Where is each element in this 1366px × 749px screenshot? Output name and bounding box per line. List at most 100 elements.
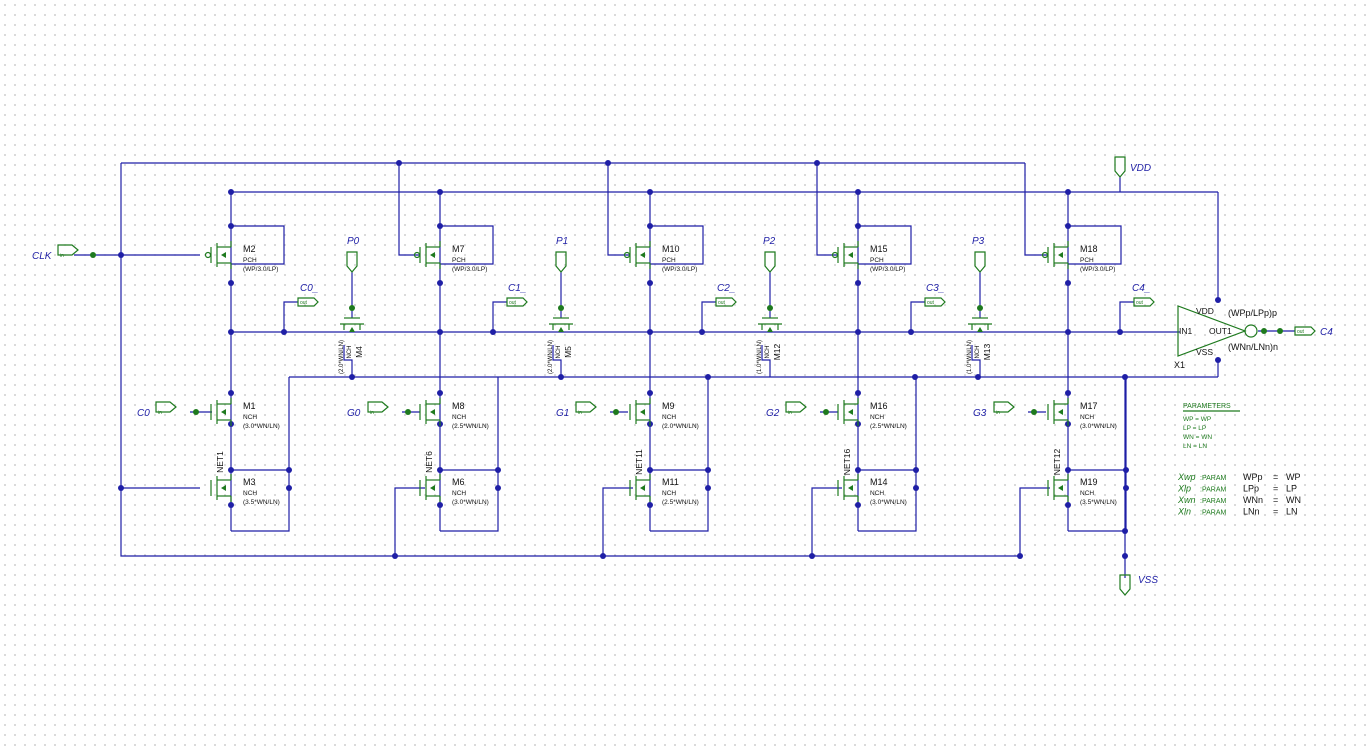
param-key: WNn <box>1243 495 1263 505</box>
g2-port[interactable] <box>785 401 807 413</box>
nmos-M9[interactable] <box>629 398 651 426</box>
p0-port[interactable] <box>346 251 358 273</box>
nmos-name: M17 <box>1080 401 1098 411</box>
vdd-junction <box>647 189 653 195</box>
cbar-tag-4[interactable] <box>1133 297 1155 307</box>
g3-port[interactable] <box>993 401 1015 413</box>
nmos-M1[interactable] <box>210 398 232 426</box>
pass-M12[interactable] <box>758 317 782 332</box>
inverter-X1[interactable] <box>1177 305 1258 357</box>
inv-n-size: (WNn/LNn)n <box>1228 342 1278 352</box>
pass-M4[interactable] <box>340 317 364 332</box>
clk-label: CLK <box>32 251 53 262</box>
port-shape <box>974 251 986 273</box>
cbar-tag-3[interactable] <box>924 297 946 307</box>
nmos-M16[interactable] <box>837 398 859 426</box>
out-tag-text-0: out <box>300 300 308 306</box>
cbar-tag-1[interactable] <box>506 297 528 307</box>
nmos-M14[interactable] <box>837 474 859 502</box>
nmos-M19[interactable] <box>1047 474 1069 502</box>
junction-dot <box>1065 280 1071 286</box>
p2-port[interactable] <box>764 251 776 273</box>
junction-dot <box>1123 467 1129 473</box>
port-shape <box>57 244 79 256</box>
junction-dot <box>495 485 501 491</box>
clk-gate-wire <box>811 487 842 556</box>
pmos-M7[interactable] <box>413 241 441 269</box>
p3-port[interactable] <box>974 251 986 273</box>
pmos-M15[interactable] <box>831 241 859 269</box>
pass-size: (1.0*WN/LN) <box>757 340 763 374</box>
pmos-name: M7 <box>452 244 465 254</box>
inv-out-label: OUT1 <box>1209 326 1232 336</box>
p1-port[interactable] <box>555 251 567 273</box>
pass-bulk <box>552 345 562 377</box>
vdd-port[interactable] <box>1114 156 1126 178</box>
pmos-M18[interactable] <box>1041 241 1069 269</box>
pass-bulk <box>761 345 771 377</box>
g1-label: G1 <box>556 408 569 419</box>
inv-vdd-label: VDD <box>1196 306 1214 316</box>
carry-junction <box>490 329 496 335</box>
pass-name: M5 <box>563 346 573 358</box>
junction-dot <box>228 390 234 396</box>
pmos-size: (WP/3.0/LP) <box>452 266 487 273</box>
cbar-tag-2[interactable] <box>715 297 737 307</box>
param-key: LNn <box>1243 507 1260 517</box>
pmos-size: (WP/3.0/LP) <box>1080 266 1115 273</box>
pmos-M2[interactable] <box>204 241 232 269</box>
junction-dot <box>855 502 861 508</box>
c4-tag[interactable] <box>1294 326 1316 336</box>
fet-arrow <box>848 485 853 491</box>
pass-model: NCH <box>556 346 562 359</box>
param-name: Xwp <box>1177 472 1196 482</box>
junction-dot <box>913 467 919 473</box>
junction-dot <box>228 502 234 508</box>
in-tag-text-0: in <box>60 253 64 259</box>
nmos-model: NCH <box>1080 414 1094 421</box>
junction-dot <box>286 467 292 473</box>
c0-port[interactable] <box>155 401 177 413</box>
cbar-tag-0[interactable] <box>297 297 319 307</box>
cbar-label-2: C2_ <box>717 283 735 294</box>
vss-junction <box>1122 553 1128 559</box>
clk-port[interactable] <box>57 244 79 256</box>
junction-dot <box>1261 328 1267 334</box>
junction-dot <box>705 467 711 473</box>
pmos-loop <box>650 225 704 265</box>
pass-M13[interactable] <box>968 317 992 332</box>
nmos-M3[interactable] <box>210 474 232 502</box>
pass-name: M12 <box>772 343 782 360</box>
pass-M5[interactable] <box>549 317 573 332</box>
vss-port[interactable] <box>1119 574 1131 596</box>
param-eq: = <box>1273 484 1278 494</box>
out-tag-text-4: out <box>1136 300 1144 306</box>
cbar-tap <box>1119 301 1134 332</box>
pmos-model: PCH <box>243 257 257 264</box>
cbar-tap <box>492 301 507 332</box>
port-shape <box>575 401 597 413</box>
clk-junction <box>600 553 606 559</box>
g1-port[interactable] <box>575 401 597 413</box>
nmos-M17[interactable] <box>1047 398 1069 426</box>
clk-junction <box>1017 553 1023 559</box>
nmos-M6[interactable] <box>419 474 441 502</box>
carry-junction <box>855 329 861 335</box>
p3-label: P3 <box>972 236 985 247</box>
junction-dot <box>558 305 564 311</box>
carry-junction <box>1065 329 1071 335</box>
g0-port[interactable] <box>367 401 389 413</box>
fet-arrow <box>1058 252 1063 258</box>
port-shape <box>785 401 807 413</box>
nmos-M8[interactable] <box>419 398 441 426</box>
nmos-size: (2.0*WN/LN) <box>662 423 699 430</box>
bus-junction <box>912 374 918 380</box>
fet-arrow <box>349 327 355 332</box>
nmos-name: M3 <box>243 477 256 487</box>
pass-model: NCH <box>347 346 353 359</box>
precharge-gate <box>607 163 630 256</box>
nmos-M11[interactable] <box>629 474 651 502</box>
pmos-M10[interactable] <box>623 241 651 269</box>
nmos-model: NCH <box>452 490 466 497</box>
